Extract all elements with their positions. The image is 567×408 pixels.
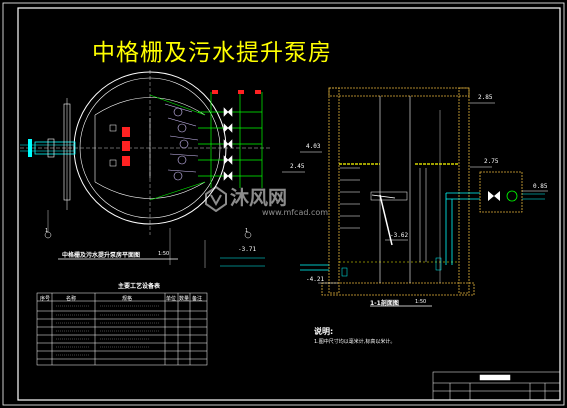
section-wall-right [458, 87, 470, 294]
title-block [432, 371, 561, 401]
elev-right-lower: 0.85 [533, 183, 548, 190]
table-header-remark: 备注 [192, 296, 203, 302]
section-mark-left: 1 [45, 228, 49, 234]
pump-stations [164, 103, 199, 181]
watermark-brand: 沐风网 [230, 187, 288, 209]
plan-caption: 中格栅及污水提升泵房平面图 [62, 252, 141, 259]
valves [223, 107, 233, 181]
elev-mid-bottom: -3.62 [390, 232, 409, 239]
inner-frame [17, 7, 561, 401]
notes-title: 说明: [314, 327, 334, 336]
table-header-name: 名称 [66, 296, 77, 302]
equipment-table [36, 292, 208, 366]
elev-left-mid: 2.45 [290, 163, 305, 170]
watermark-logo-icon [205, 186, 227, 212]
outlet-chamber [479, 171, 523, 213]
plan-view [20, 70, 270, 268]
table-header-unit: 单位 [166, 296, 177, 302]
elev-left-upper: 4.03 [306, 143, 321, 150]
grille-left [109, 124, 130, 167]
elev-top: 2.85 [478, 94, 493, 101]
elev-right-upper: 2.75 [484, 158, 499, 165]
table-header-spec: 规格 [122, 296, 133, 302]
elev-base: -4.21 [306, 276, 325, 283]
well-outer-wall [73, 71, 227, 225]
section-view [282, 87, 548, 307]
table-title: 主要工艺设备表 [118, 283, 161, 290]
notes-text: 1.图中尺寸均以毫米计,标高以米计。 [314, 339, 396, 345]
plan-scale: 1:50 [158, 251, 170, 257]
section-base [321, 282, 475, 296]
section-wall-left [328, 87, 340, 294]
table-header-qty: 数量 [179, 296, 190, 302]
section-top-slab [328, 87, 470, 97]
elev-plan-bottom: -3.71 [238, 246, 257, 253]
section-scale: 1:50 [415, 299, 427, 305]
section-mark-right: 1 [245, 228, 249, 234]
drawing-title: 中格栅及污水提升泵房 [92, 40, 332, 66]
table-header-no: 序号 [40, 296, 51, 302]
section-caption: 1-1剖面图 [370, 300, 399, 307]
watermark-url: www.mfcad.com [262, 208, 329, 217]
